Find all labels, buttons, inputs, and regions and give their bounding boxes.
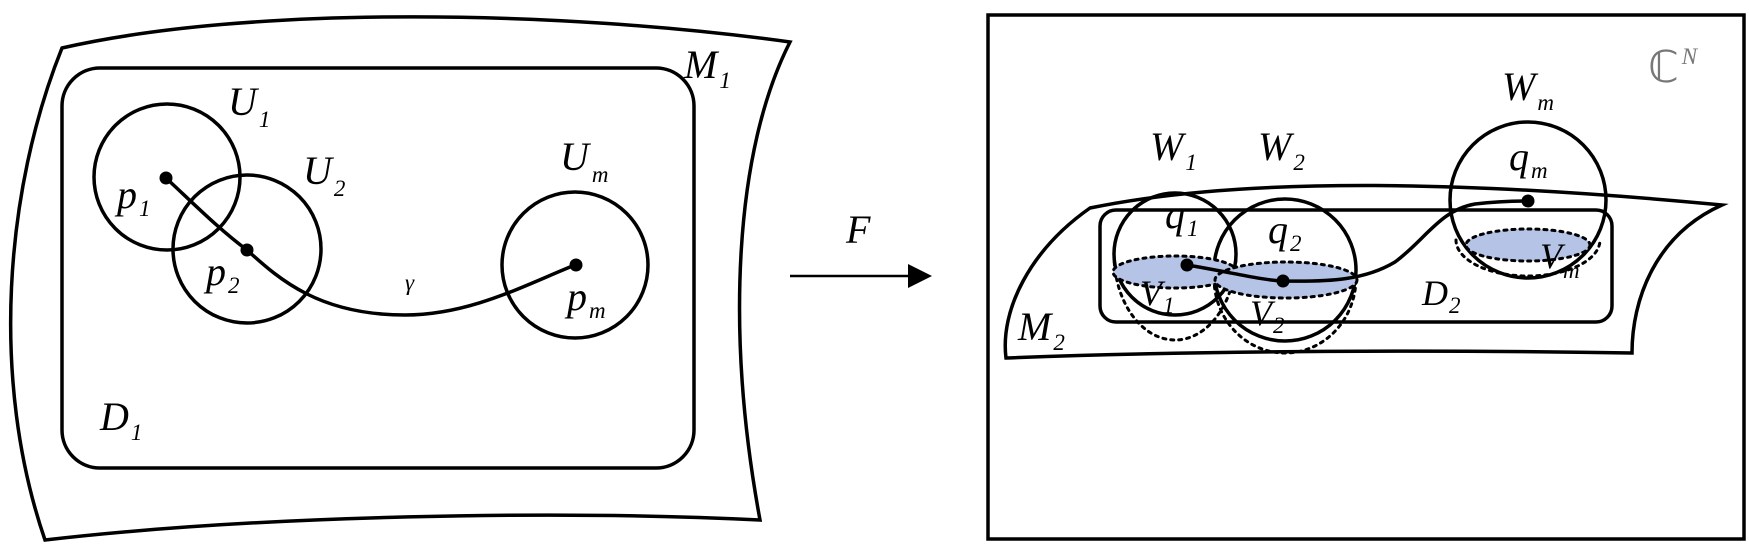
label-gamma: γ xyxy=(405,270,415,295)
point-pm-dot xyxy=(569,258,583,272)
label-d2: D2 xyxy=(1421,273,1461,318)
ball-wm-lower-dotted xyxy=(1454,238,1602,278)
point-qm-dot xyxy=(1521,194,1535,208)
label-q1: q1 xyxy=(1165,192,1199,241)
label-m2: M2 xyxy=(1017,304,1065,355)
point-q1-dot xyxy=(1180,258,1194,272)
label-vm: Vm xyxy=(1540,236,1580,283)
label-u1: U1 xyxy=(228,79,270,132)
label-w1: W1 xyxy=(1150,124,1197,175)
space-cn-box xyxy=(986,13,1746,541)
label-f: F xyxy=(845,207,871,252)
domain-d2-box xyxy=(1098,208,1614,324)
neighborhood-u2-circle xyxy=(171,173,323,325)
domain-d1-box xyxy=(60,66,696,470)
label-q2: q2 xyxy=(1268,207,1302,256)
point-p2-dot xyxy=(240,243,254,257)
label-v1: V1 xyxy=(1140,273,1175,318)
ball-w2-lower-dotted xyxy=(1212,276,1358,355)
label-qm: qm xyxy=(1509,134,1548,183)
curve-gamma xyxy=(164,176,576,317)
label-w2: W2 xyxy=(1258,124,1305,175)
curve-image xyxy=(1186,199,1529,283)
label-u2: U2 xyxy=(303,148,345,201)
label-d1: D1 xyxy=(99,394,142,445)
manifold-m2-outline xyxy=(1003,183,1729,360)
manifold-m1-outline xyxy=(8,15,793,542)
map-arrow: F xyxy=(790,207,932,288)
disk-vm xyxy=(1464,227,1592,263)
label-p2: p2 xyxy=(203,249,240,298)
label-pm: pm xyxy=(564,274,606,323)
ball-w1-lower-dotted xyxy=(1112,252,1238,342)
point-q2-dot xyxy=(1276,274,1290,288)
label-p1: p1 xyxy=(114,172,151,221)
arrow-head xyxy=(908,264,932,288)
label-wm: Wm xyxy=(1502,64,1554,115)
label-v2: V2 xyxy=(1250,293,1285,338)
label-m1: M1 xyxy=(683,42,731,93)
point-p1-dot xyxy=(159,171,173,185)
neighborhood-um-circle xyxy=(500,190,650,340)
ball-wm-circle xyxy=(1448,120,1608,280)
